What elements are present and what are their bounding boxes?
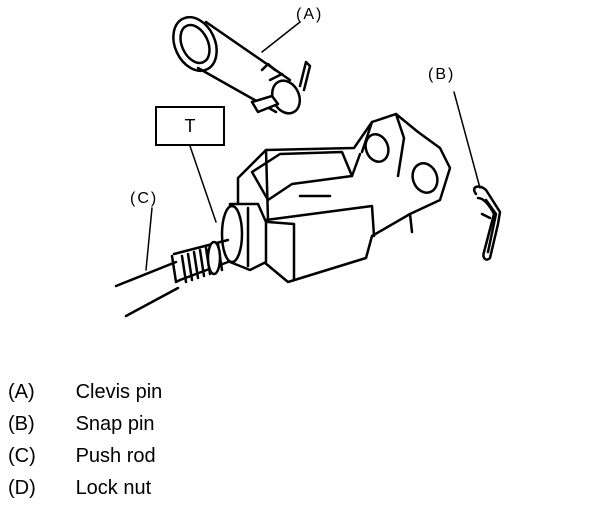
legend-code: (C) [8, 445, 36, 467]
callout-label-c: (C) [130, 190, 159, 207]
leader-line-t [189, 145, 217, 223]
legend-item: (B) Snap pin [8, 408, 162, 440]
push-rod [114, 238, 230, 318]
legend-code: (A) [8, 381, 35, 403]
legend-item: (A) Clevis pin [8, 376, 162, 408]
parts-legend: (A) Clevis pin (B) Snap pin (C) Push rod… [8, 376, 162, 504]
leader-line-c [145, 207, 153, 271]
legend-text: Lock nut [75, 477, 152, 499]
lock-nut [220, 202, 268, 272]
torque-label-box: T [155, 106, 225, 146]
clevis-pin [172, 16, 312, 115]
legend-text: Snap pin [75, 413, 155, 435]
snap-pin [472, 185, 502, 261]
legend-code: (B) [8, 413, 35, 435]
callout-label-b: (B) [428, 66, 456, 83]
clevis-yoke [236, 112, 452, 284]
legend-code: (D) [8, 477, 36, 499]
callout-label-a: (A) [296, 6, 324, 23]
legend-text: Push rod [75, 445, 156, 467]
legend-item: (D) Lock nut [8, 472, 162, 504]
leader-line-a [261, 21, 301, 53]
legend-text: Clevis pin [75, 381, 163, 403]
legend-item: (C) Push rod [8, 440, 162, 472]
leader-line-b [453, 91, 481, 189]
